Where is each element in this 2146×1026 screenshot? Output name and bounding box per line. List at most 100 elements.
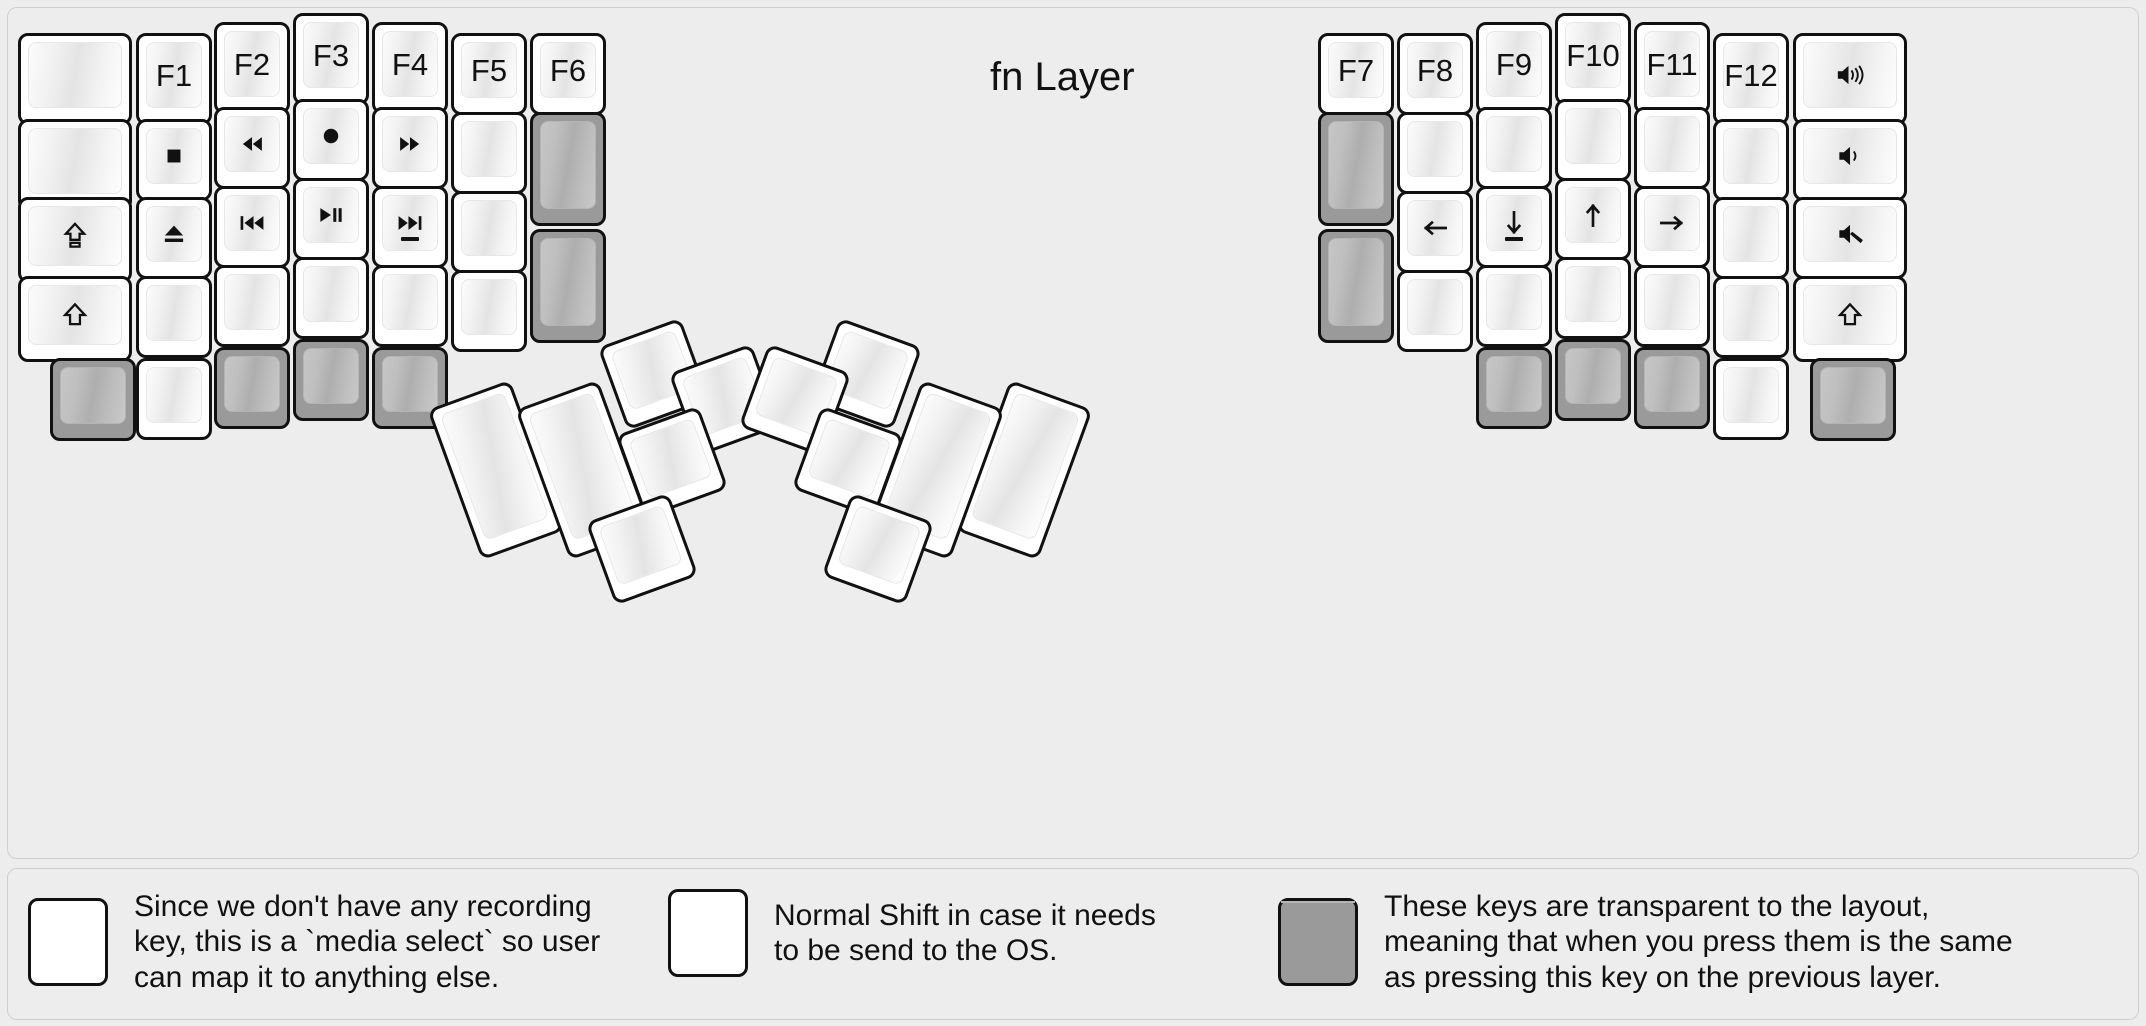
key-right-c6-r3[interactable] [1713, 197, 1789, 279]
key-right-c2-r4[interactable] [1397, 270, 1473, 352]
media-rewind-icon [225, 117, 279, 171]
key-left-c7-r3[interactable] [530, 229, 606, 343]
keycap-label [61, 368, 125, 423]
keycap-label [1329, 122, 1383, 208]
keycap-face [1565, 348, 1621, 404]
key-right-c6-r5[interactable] [1713, 358, 1789, 440]
key-left-c5-forward[interactable] [372, 107, 448, 189]
key-right-c3-f9[interactable]: F9 [1476, 22, 1552, 114]
key-right-c4-r5[interactable] [1555, 339, 1631, 421]
key-left-c5-f4[interactable]: F4 [372, 22, 448, 114]
keycap-face [1328, 121, 1384, 209]
keycap-label [1408, 122, 1462, 176]
key-left-c4-playpause[interactable] [293, 178, 369, 260]
key-left-c1-r4-shift[interactable] [18, 276, 132, 362]
key-left-c3-r5[interactable] [214, 347, 290, 429]
key-right-c4-r2[interactable] [1555, 99, 1631, 181]
key-left-c2-r5[interactable] [136, 358, 212, 440]
keycap-label [838, 506, 921, 585]
keycap-label [599, 506, 682, 585]
key-right-c7-mute[interactable] [1793, 197, 1907, 279]
keycap-face [1644, 195, 1700, 251]
keycap-face: F9 [1486, 31, 1542, 97]
key-right-c2-left[interactable] [1397, 191, 1473, 273]
keycap-label [304, 267, 358, 321]
key-left-c6-r3[interactable] [451, 191, 527, 273]
key-left-c1-r2[interactable] [18, 119, 132, 211]
key-left-c1-r1[interactable] [18, 33, 132, 125]
key-right-c7-voldown[interactable] [1793, 119, 1907, 201]
key-right-c6-r2[interactable] [1713, 119, 1789, 201]
keycap-label: F2 [233, 46, 271, 82]
keycap-face [1723, 367, 1779, 423]
key-right-c1-f7[interactable]: F7 [1318, 33, 1394, 115]
key-left-c2-f1[interactable]: F1 [136, 33, 212, 125]
arrow-up-icon [1566, 188, 1620, 242]
key-right-c5-r2[interactable] [1634, 107, 1710, 189]
key-left-c5-next[interactable] [372, 186, 448, 268]
key-left-c4-record[interactable] [293, 99, 369, 181]
key-right-c2-f8[interactable]: F8 [1397, 33, 1473, 115]
shift-icon [29, 286, 121, 344]
keycap-label [462, 201, 516, 255]
keycap-underscore-mark [401, 237, 419, 241]
key-left-c4-r4[interactable] [293, 257, 369, 339]
key-left-c6-r2[interactable] [451, 112, 527, 194]
keycap-label [1645, 275, 1699, 329]
key-right-c1-r2[interactable] [1318, 112, 1394, 226]
keycap-face [146, 206, 202, 262]
key-left-c6-f5[interactable]: F5 [451, 33, 527, 115]
keycap-face: F10 [1565, 22, 1621, 88]
key-left-c2-eject[interactable] [136, 197, 212, 279]
key-left-c1-r5[interactable] [50, 358, 136, 441]
keycap-label [462, 280, 516, 334]
keycap-face [461, 279, 517, 335]
key-left-c4-f3[interactable]: F3 [293, 13, 369, 105]
keycap-face [1407, 200, 1463, 256]
volume-down-icon [1804, 129, 1896, 183]
key-left-c3-f2[interactable]: F2 [214, 22, 290, 114]
key-right-c4-r4[interactable] [1555, 257, 1631, 339]
arrow-right-icon [1645, 196, 1699, 250]
legend-item: Normal Shift in case it needs to be send… [668, 889, 1156, 977]
keycap-label: F7 [1337, 52, 1375, 88]
key-right-c5-r5[interactable] [1634, 347, 1710, 429]
key-right-c5-right[interactable] [1634, 186, 1710, 268]
keycap-face: F4 [382, 31, 438, 97]
key-right-c2-r2[interactable] [1397, 112, 1473, 194]
key-left-c3-rewind[interactable] [214, 107, 290, 189]
key-left-c3-r4[interactable] [214, 265, 290, 347]
keycap-label [1724, 286, 1778, 340]
key-right-c7-shift[interactable] [1793, 276, 1907, 362]
key-right-c5-f11[interactable]: F11 [1634, 22, 1710, 114]
keycap-face [1803, 128, 1897, 184]
key-left-c1-r3-capslock[interactable] [18, 197, 132, 283]
key-right-c4-up[interactable] [1555, 178, 1631, 260]
key-right-c7-volup[interactable] [1793, 33, 1907, 125]
key-left-c4-r5[interactable] [293, 339, 369, 421]
key-right-c7-r5[interactable] [1810, 358, 1896, 441]
keycap-label: F4 [391, 46, 429, 82]
keycap-face [1723, 285, 1779, 341]
legend-text: Since we don't have any recording key, t… [134, 890, 601, 994]
key-left-c2-r4[interactable] [136, 276, 212, 358]
key-right-c3-r4[interactable] [1476, 265, 1552, 347]
key-left-c3-prev[interactable] [214, 186, 290, 268]
key-left-c7-f6[interactable]: F6 [530, 33, 606, 115]
key-left-c7-r2[interactable] [530, 112, 606, 226]
key-left-c2-stop[interactable] [136, 119, 212, 201]
key-right-c4-f10[interactable]: F10 [1555, 13, 1631, 105]
page-title: fn Layer [990, 55, 1135, 99]
key-left-c6-r4[interactable] [451, 270, 527, 352]
keycap-face [303, 266, 359, 322]
key-right-c6-f12[interactable]: F12 [1713, 33, 1789, 125]
keycap-label: F12 [1724, 57, 1778, 93]
legend-item: These keys are transparent to the layout… [1278, 889, 2013, 995]
key-right-c5-r4[interactable] [1634, 265, 1710, 347]
key-right-c3-r5[interactable] [1476, 347, 1552, 429]
key-right-c3-r2[interactable] [1476, 107, 1552, 189]
key-right-c1-r3[interactable] [1318, 229, 1394, 343]
key-right-c6-r4[interactable] [1713, 276, 1789, 358]
key-left-c5-r4[interactable] [372, 265, 448, 347]
key-right-c3-down[interactable] [1476, 186, 1552, 268]
